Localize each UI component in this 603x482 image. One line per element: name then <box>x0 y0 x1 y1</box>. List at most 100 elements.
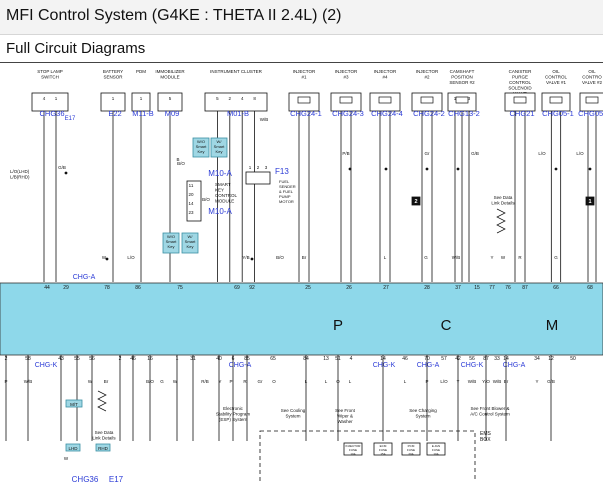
component-name: INJECTOR#4 <box>374 69 397 80</box>
coil-symbol <box>549 96 563 104</box>
pcm-pin: 27 <box>383 285 389 291</box>
connector-id: CHG13-2 <box>448 109 480 118</box>
connector-id: M11-B <box>132 109 154 118</box>
label-line: IMMOBILIZER <box>155 69 185 74</box>
connector-id: CHG-A <box>503 362 526 369</box>
wire-color: L <box>305 379 308 384</box>
wire-color: P/B <box>342 151 349 156</box>
connector-id: E22 <box>108 109 121 118</box>
label-line: See Data <box>494 195 513 200</box>
pcm-letter: C <box>441 317 452 334</box>
label-line: INJECTOR <box>374 69 397 74</box>
label-line: Stability Program <box>216 412 251 417</box>
label-line: #1 <box>301 75 307 80</box>
connector-id: CHG24-2 <box>413 109 445 118</box>
connector-id: CHG-K <box>461 362 484 369</box>
label-line: SENDER <box>279 184 296 189</box>
connector-id: CHG-A <box>417 362 440 369</box>
wire-color: L/O(LHD)L/B(RHD) <box>10 169 30 180</box>
fuse-box <box>426 442 446 456</box>
label-line: W/ <box>217 139 223 144</box>
smart-key-w-tag-2 <box>181 232 199 254</box>
label-line: See Data <box>95 430 114 435</box>
label-line: FUEL <box>279 179 290 184</box>
junction-dot <box>250 257 254 261</box>
label-line: See Charging <box>409 408 437 413</box>
label-line: See Cooling <box>281 408 306 413</box>
connector-id: CHG-K <box>35 362 58 369</box>
connector-id: F13 <box>275 167 289 176</box>
pcm-pin: 28 <box>424 285 430 291</box>
pin-number: 3 <box>265 165 268 170</box>
label-line: System <box>285 414 300 419</box>
connector-id: CHG36 <box>72 475 99 482</box>
pin-number: 4 <box>241 96 244 101</box>
lhd-label: LHD <box>68 446 78 451</box>
wire-color: G/B <box>471 151 479 156</box>
connector-id: CHG21 <box>509 109 534 118</box>
pcm-pin: 65 <box>270 356 276 362</box>
connector-id: M01-B <box>227 109 249 118</box>
twisted-pair <box>496 208 506 234</box>
component-name: INJECTOR#3 <box>335 69 358 80</box>
label-line: SENSOR #2 <box>449 80 475 85</box>
pcm-letter: P <box>333 317 343 334</box>
wire-color: W/B <box>493 379 502 384</box>
smart-key-module-box <box>186 180 202 222</box>
pcm-pin: 50 <box>570 356 576 362</box>
label-line: Key <box>168 244 175 249</box>
label-line: SOLENOID <box>508 86 532 91</box>
label-line: INJECTOR <box>416 69 439 74</box>
label-line: CONTROL <box>545 75 567 80</box>
label-line: Link Details <box>92 436 116 441</box>
pcm-pin: 76 <box>505 285 511 291</box>
twisted-pair <box>97 390 107 412</box>
wire-color: G <box>424 255 428 260</box>
pcm-pin: 92 <box>249 285 255 291</box>
pcm-pin: 66 <box>553 285 559 291</box>
label-line: KEY <box>215 188 224 193</box>
fuel-sender-box <box>245 171 271 185</box>
pcm-pin: 15 <box>474 285 480 291</box>
label-line: W/O <box>167 234 175 239</box>
label-line: INJECTOR <box>293 69 316 74</box>
pin-number: 2 <box>257 165 260 170</box>
pcm-pin: 69 <box>234 285 240 291</box>
label-line: #4 <box>382 75 388 80</box>
pin-number: 5 <box>216 96 219 101</box>
wire-color: W <box>64 456 69 461</box>
wire-color: P <box>229 379 232 384</box>
connector-id: CHG24-3 <box>332 109 364 118</box>
connector-id: CHG36 <box>39 109 64 118</box>
pin-number: 1 <box>140 96 143 101</box>
pcm-pin: 87 <box>522 285 528 291</box>
pin-number: 1 <box>249 165 252 170</box>
label-line: (ESP) System <box>219 417 248 422</box>
wire-color: Y <box>535 379 538 384</box>
wire-color: B/O <box>177 161 185 166</box>
wire-color: Gr <box>258 379 264 384</box>
connector-id: E17 <box>109 475 124 482</box>
pin-number: 11 <box>189 183 194 188</box>
title-bar: MFI Control System (G4KE : THETA II 2.4L… <box>0 0 603 35</box>
label-line: L/B(RHD) <box>10 175 30 180</box>
label-line: Smart <box>166 239 178 244</box>
label-line: E-IGN <box>432 444 440 448</box>
component-name: INJECTOR#1 <box>293 69 316 80</box>
wire-color: W <box>173 379 178 384</box>
lhd-tag <box>65 443 81 452</box>
label-line: EMS <box>480 431 492 437</box>
wire-color: W/B <box>24 379 33 384</box>
label-line: 10A <box>433 452 438 456</box>
